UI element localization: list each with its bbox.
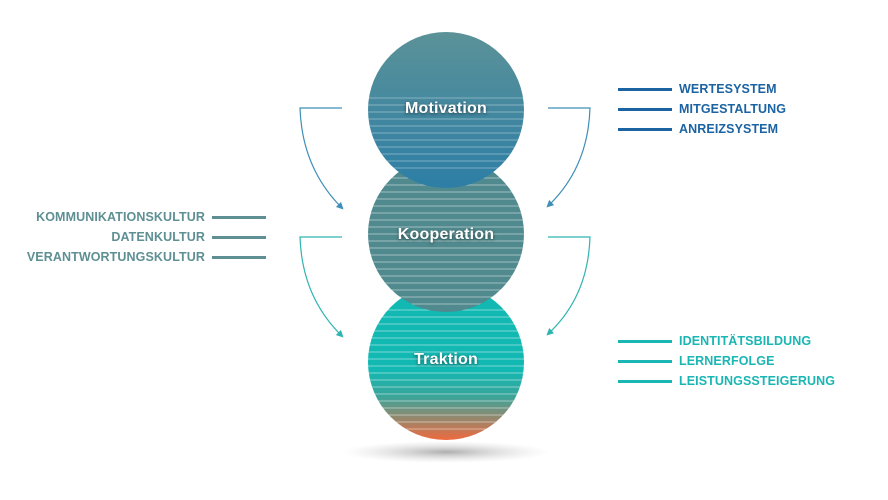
list-traktion: IDENTITÄTSBILDUNG LERNERFOLGE LEISTUNGSS… — [618, 331, 835, 391]
list-bullet-line — [618, 127, 672, 131]
circle-traktion — [368, 284, 524, 440]
list-bullet-line — [618, 107, 672, 111]
list-bullet-line — [618, 379, 672, 383]
list-kooperation: KOMMUNIKATIONSKULTUR DATENKULTUR VERANTW… — [27, 207, 266, 267]
arrow-right-kooperation-to-traktion — [546, 236, 591, 336]
list-item-label: LERNERFOLGE — [679, 354, 775, 368]
list-bullet-line — [212, 235, 266, 239]
stripes-motivation — [368, 97, 524, 169]
list-item-label: VERANTWORTUNGSKULTUR — [26, 250, 205, 264]
list-item-label: DATENKULTUR — [111, 230, 205, 244]
circle-label-kooperation: Kooperation — [397, 226, 495, 243]
list-item: LEISTUNGSSTEIGERUNG — [618, 371, 835, 391]
list-item: WERTESYSTEM — [618, 79, 786, 99]
list-item: IDENTITÄTSBILDUNG — [618, 331, 835, 351]
arrow-right-motivation-to-kooperation — [546, 107, 591, 208]
arrow-left-kooperation-to-traktion — [299, 236, 344, 338]
list-item-label: KOMMUNIKATIONSKULTUR — [36, 210, 205, 224]
stripes-traktion — [368, 309, 524, 430]
circle-label-traktion: Traktion — [414, 351, 478, 368]
list-bullet-line — [618, 339, 672, 343]
list-item-label: WERTESYSTEM — [679, 82, 777, 96]
list-item: DATENKULTUR — [27, 227, 266, 247]
list-bullet-line — [618, 359, 672, 363]
circle-label-motivation: Motivation — [405, 100, 487, 117]
list-item-label: IDENTITÄTSBILDUNG — [679, 334, 812, 348]
circle-motivation — [368, 32, 524, 188]
list-item: MITGESTALTUNG — [618, 99, 786, 119]
list-bullet-line — [212, 215, 266, 219]
list-motivation: WERTESYSTEM MITGESTALTUNG ANREIZSYSTEM — [618, 79, 786, 139]
list-item: KOMMUNIKATIONSKULTUR — [27, 207, 266, 227]
list-item: ANREIZSYSTEM — [618, 119, 786, 139]
list-bullet-line — [212, 255, 266, 259]
list-item: VERANTWORTUNGSKULTUR — [27, 247, 266, 267]
list-item-label: LEISTUNGSSTEIGERUNG — [679, 374, 836, 388]
ground-shadow — [342, 441, 550, 463]
list-item-label: MITGESTALTUNG — [679, 102, 787, 116]
arrow-left-motivation-to-kooperation — [299, 107, 344, 210]
list-item-label: ANREIZSYSTEM — [679, 122, 779, 136]
list-bullet-line — [618, 87, 672, 91]
list-item: LERNERFOLGE — [618, 351, 835, 371]
